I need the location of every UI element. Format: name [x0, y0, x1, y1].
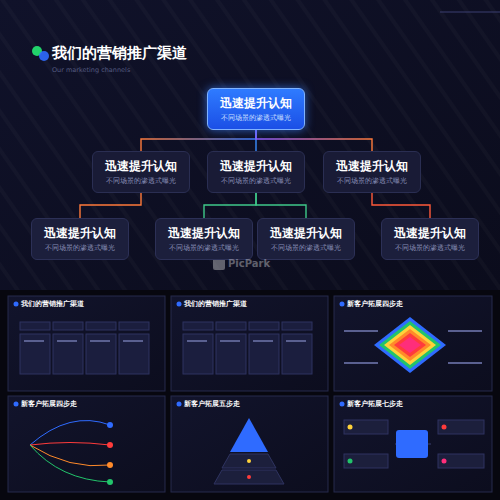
thumbnail-title: 我们的营销推广渠道 [184, 300, 247, 309]
thumbnail-pyramid [214, 418, 284, 484]
top-panel [0, 0, 500, 290]
thumbnail-hub [344, 420, 484, 468]
tree-connector [256, 130, 372, 151]
channel-box: 迅速提升认知不同场景的渗透式曝光 [92, 151, 190, 193]
tree-connector [372, 193, 430, 218]
box-heading: 迅速提升认知 [44, 226, 116, 241]
box-subtext: 不同场景的渗透式曝光 [168, 244, 240, 253]
thumbnail-title: 我们的营销推广渠道 [21, 300, 84, 309]
thumbnail-title: 新客户拓展七步走 [347, 400, 403, 409]
box-subtext: 不同场景的渗透式曝光 [105, 177, 177, 186]
channel-box: 迅速提升认知不同场景的渗透式曝光 [257, 218, 355, 260]
stripe-texture [0, 0, 500, 290]
box-subtext: 不同场景的渗透式曝光 [394, 244, 466, 253]
thumbnail-dots [14, 302, 345, 407]
watermark: PicPark [228, 258, 270, 269]
thumbnail-title: 新客户拓展四步走 [21, 400, 77, 409]
corner-line [440, 12, 500, 13]
box-heading: 迅速提升认知 [394, 226, 466, 241]
box-subtext: 不同场景的渗透式曝光 [220, 114, 292, 123]
tree-connector [204, 193, 256, 218]
box-subtext: 不同场景的渗透式曝光 [336, 177, 408, 186]
thumbnail-diamond [374, 317, 446, 373]
box-heading: 迅速提升认知 [168, 226, 240, 241]
channel-box: 迅速提升认知不同场景的渗透式曝光 [207, 151, 305, 193]
tree-connector [141, 130, 256, 151]
channel-box: 迅速提升认知不同场景的渗透式曝光 [323, 151, 421, 193]
box-heading: 迅速提升认知 [336, 159, 408, 174]
box-subtext: 不同场景的渗透式曝光 [270, 244, 342, 253]
thumbnail-title: 新客户拓展五步走 [184, 400, 240, 409]
channel-box: 迅速提升认知不同场景的渗透式曝光 [31, 218, 129, 260]
box-heading: 迅速提升认知 [270, 226, 342, 241]
slide-title: 我们的营销推广渠道 [52, 44, 187, 63]
box-heading: 迅速提升认知 [220, 159, 292, 174]
tree-connector [256, 193, 306, 218]
thumbnail-arcs [30, 421, 113, 486]
box-subtext: 不同场景的渗透式曝光 [44, 244, 116, 253]
channel-box: 迅速提升认知不同场景的渗透式曝光 [381, 218, 479, 260]
thumbnail-text-bars [24, 340, 306, 342]
thumbnail-columns [20, 322, 312, 374]
subtitle: Our marketing channels [52, 66, 130, 74]
root-box: 迅速提升认知不同场景的渗透式曝光 [207, 88, 305, 130]
tree-connector [80, 193, 141, 218]
thumbnail-title: 新客户拓展四步走 [347, 300, 403, 309]
box-heading: 迅速提升认知 [220, 96, 292, 111]
channel-box: 迅速提升认知不同场景的渗透式曝光 [155, 218, 253, 260]
thumbnail-panels [8, 296, 492, 492]
box-subtext: 不同场景的渗透式曝光 [220, 177, 292, 186]
box-heading: 迅速提升认知 [105, 159, 177, 174]
title-dot [39, 51, 49, 61]
thumbnail-notes [344, 330, 482, 364]
